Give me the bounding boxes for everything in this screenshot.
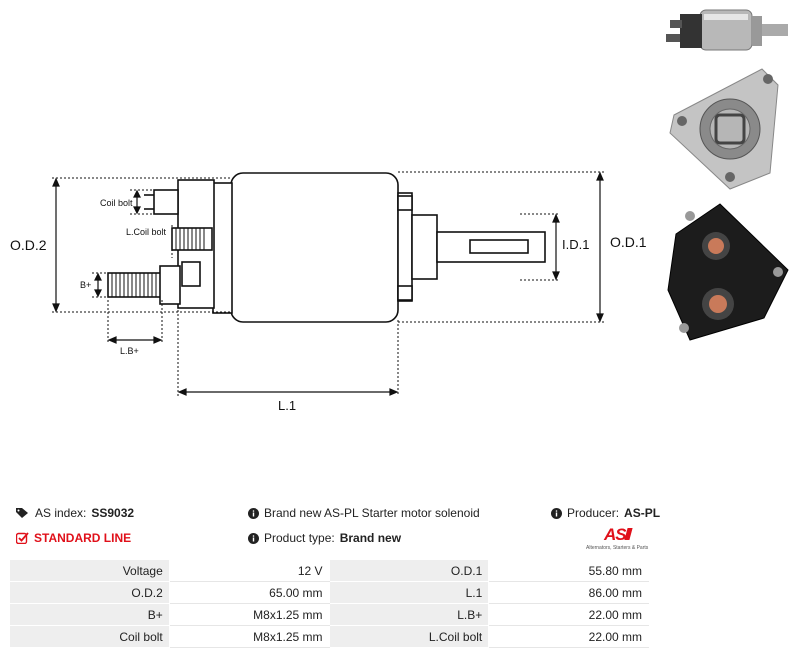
spec-value: 22.00 mm	[488, 603, 649, 626]
lcoil-bolt-label: L.Coil bolt	[126, 227, 167, 237]
od1-label: O.D.1	[610, 234, 647, 250]
product-photo-back	[667, 203, 789, 341]
tags-icon	[16, 508, 28, 518]
product-type: Product type: Brand new	[248, 531, 401, 545]
product-type-value: Brand new	[339, 531, 402, 545]
coil-bolt-label: Coil bolt	[100, 198, 133, 208]
spec-label: L.B+	[328, 603, 490, 626]
spec-label: Voltage	[9, 559, 170, 582]
description: Brand new AS-PL Starter motor solenoid	[248, 506, 480, 520]
producer: Producer: AS-PL	[551, 506, 660, 520]
as-logo: AS Alternators, Starters & Parts	[586, 525, 652, 553]
solenoid-drawing: O.D.2 O.D.1 I.D.1 L.1 Coil bolt L.Coil b…	[10, 171, 647, 413]
od2-label: O.D.2	[10, 237, 47, 253]
spec-value: 12 V	[168, 559, 330, 582]
as-logo-tagline: Alternators, Starters & Parts	[586, 545, 649, 551]
standard-line-text: STANDARD LINE	[34, 531, 132, 545]
spec-label: O.D.1	[328, 559, 490, 582]
description-text: Brand new AS-PL Starter motor solenoid	[264, 506, 480, 520]
spec-label: O.D.2	[9, 581, 170, 604]
product-photo-side	[666, 9, 788, 51]
checkbox-icon	[16, 532, 29, 544]
bplus-label: B+	[80, 280, 91, 290]
spec-value: M8x1.25 mm	[168, 625, 330, 648]
as-index: AS index: SS9032	[16, 506, 134, 520]
as-index-value: SS9032	[91, 506, 135, 520]
as-logo-mark: AS	[604, 525, 627, 544]
spec-value: 22.00 mm	[488, 625, 649, 648]
as-index-label: AS index:	[35, 506, 87, 520]
info-icon	[551, 507, 562, 519]
product-photo-front	[669, 68, 779, 190]
spec-value: 86.00 mm	[488, 581, 649, 604]
spec-value: 65.00 mm	[168, 581, 330, 604]
info-icon	[248, 507, 259, 519]
product-info: AS index: SS9032 STANDARD LINE Brand new…	[0, 500, 800, 560]
producer-label: Producer:	[567, 506, 620, 520]
spec-label: L.1	[328, 581, 490, 604]
producer-value: AS-PL	[624, 506, 661, 520]
info-icon	[248, 532, 259, 544]
spec-value: 55.80 mm	[488, 559, 649, 582]
l1-label: L.1	[278, 398, 296, 413]
standard-line: STANDARD LINE	[16, 531, 131, 545]
product-type-label: Product type:	[264, 531, 335, 545]
spec-value: M8x1.25 mm	[168, 603, 330, 626]
spec-label: B+	[9, 603, 170, 626]
spec-label: L.Coil bolt	[328, 625, 490, 648]
spec-label: Coil bolt	[9, 625, 170, 648]
lbplus-label: L.B+	[120, 346, 139, 356]
id1-label: I.D.1	[562, 237, 589, 252]
